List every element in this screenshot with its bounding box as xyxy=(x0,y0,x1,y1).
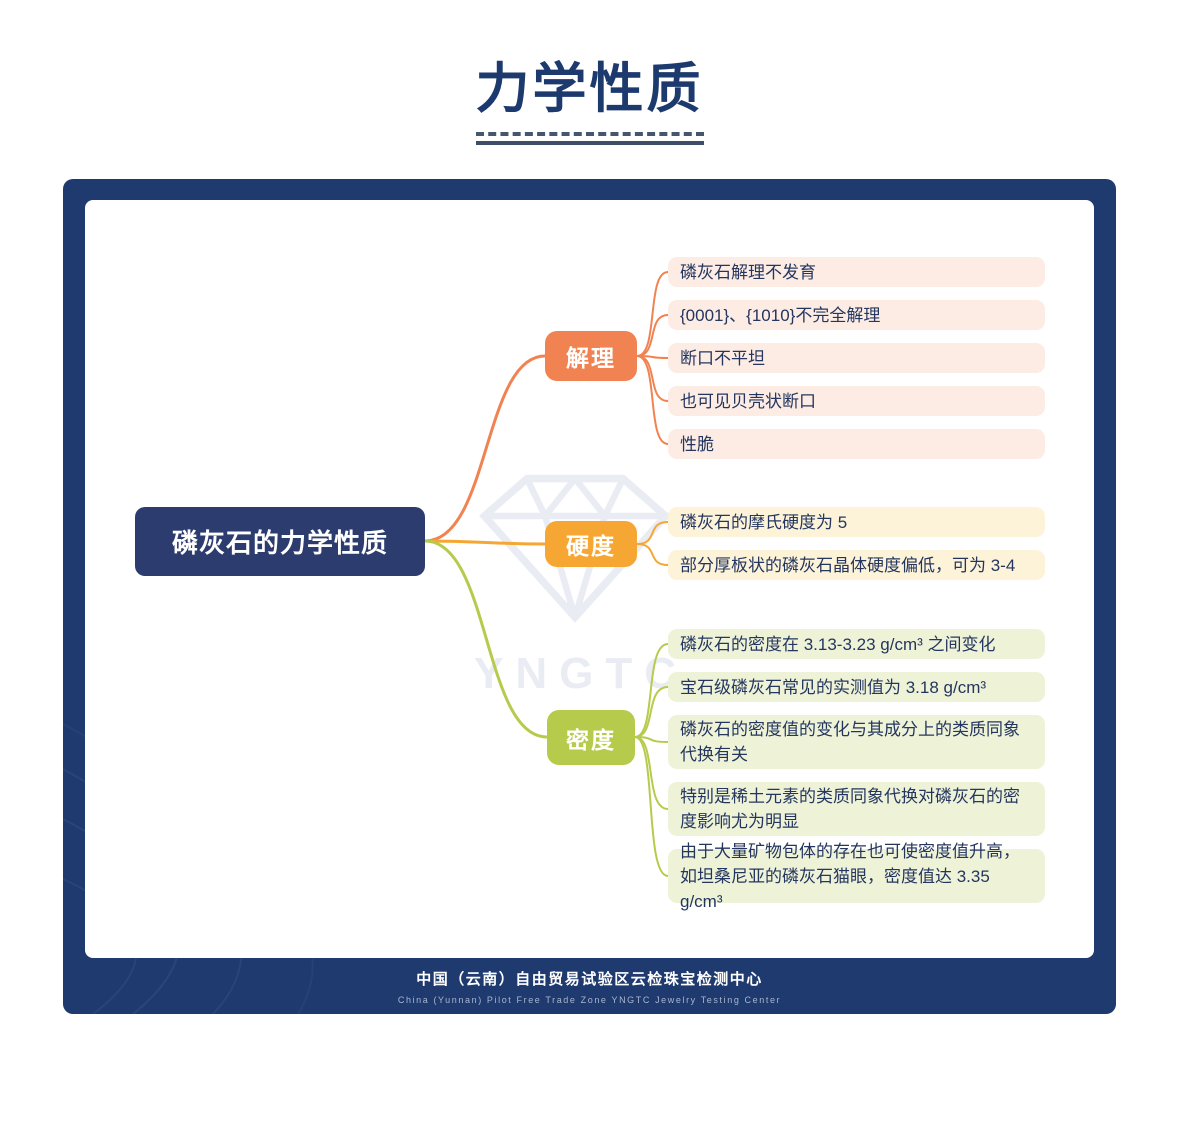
leaf-cleavage-4: 性脆 xyxy=(668,429,1045,460)
connector-leaf xyxy=(634,686,669,739)
page-title: 力学性质 xyxy=(475,59,704,119)
connector-leaf xyxy=(634,736,669,878)
leaf-density-2: 磷灰石的密度值的变化与其成分上的类质同象代换有关 xyxy=(668,715,1045,770)
connector-leaf xyxy=(636,271,669,358)
connector-leaf xyxy=(634,736,669,811)
mindmap-board: YNGTC 磷灰石的力学性质 解理 硬度 密度 磷灰石解理不发育 {0001}、… xyxy=(63,179,1116,1015)
connector-leaf xyxy=(636,543,669,567)
leaf-hardness-1: 部分厚板状的磷灰石晶体硬度偏低，可为 3-4 xyxy=(668,550,1045,581)
title-underline-solid xyxy=(475,141,704,146)
connector-leaf xyxy=(634,643,669,739)
mindmap-card: YNGTC 磷灰石的力学性质 解理 硬度 密度 磷灰石解理不发育 {0001}、… xyxy=(85,200,1094,959)
connector-root-hardness xyxy=(424,539,546,546)
leaf-cleavage-2: 断口不平坦 xyxy=(668,343,1045,374)
leaf-hardness-0: 磷灰石的摩氏硬度为 5 xyxy=(668,507,1045,538)
leaf-density-3: 特别是稀土元素的类质同象代换对磷灰石的密度影响尤为明显 xyxy=(668,782,1045,837)
branch-node-cleavage: 解理 xyxy=(545,331,637,382)
watermark-text: YNGTC xyxy=(474,649,688,699)
leaf-cleavage-3: 也可见贝壳状断口 xyxy=(668,386,1045,417)
root-node: 磷灰石的力学性质 xyxy=(135,507,425,577)
yngtc-watermark: YNGTC xyxy=(445,468,705,699)
footer-org-name-cn: 中国（云南）自由贸易试验区云检珠宝检测中心 xyxy=(416,971,763,989)
connector-leaf xyxy=(636,355,669,446)
branch-node-density: 密度 xyxy=(547,710,635,766)
connector-root-density xyxy=(424,539,548,739)
leaf-cleavage-1: {0001}、{1010}不完全解理 xyxy=(668,300,1045,331)
title-underline xyxy=(475,132,704,146)
mindmap-connectors xyxy=(424,271,669,878)
footer: 中国（云南）自由贸易试验区云检珠宝检测中心 China (Yunnan) Pil… xyxy=(63,968,1116,1005)
leaf-density-1: 宝石级磷灰石常见的实测值为 3.18 g/cm³ xyxy=(668,672,1045,703)
title-section: 力学性质 xyxy=(0,0,1179,146)
connector-leaf xyxy=(636,314,669,358)
connector-root-cleavage xyxy=(424,354,546,543)
title-underline-dashes xyxy=(475,132,704,137)
leaf-density-4: 由于大量矿物包体的存在也可使密度值升高，如坦桑尼亚的磷灰石猫眼，密度值达 3.3… xyxy=(668,842,1045,911)
connector-leaf xyxy=(636,521,669,546)
leaf-density-0: 磷灰石的密度在 3.13-3.23 g/cm³ 之间变化 xyxy=(668,629,1045,660)
branch-node-hardness: 硬度 xyxy=(545,521,637,568)
footer-org-name-en: China (Yunnan) Pilot Free Trade Zone YNG… xyxy=(397,995,782,1006)
leaf-cleavage-0: 磷灰石解理不发育 xyxy=(668,257,1045,288)
